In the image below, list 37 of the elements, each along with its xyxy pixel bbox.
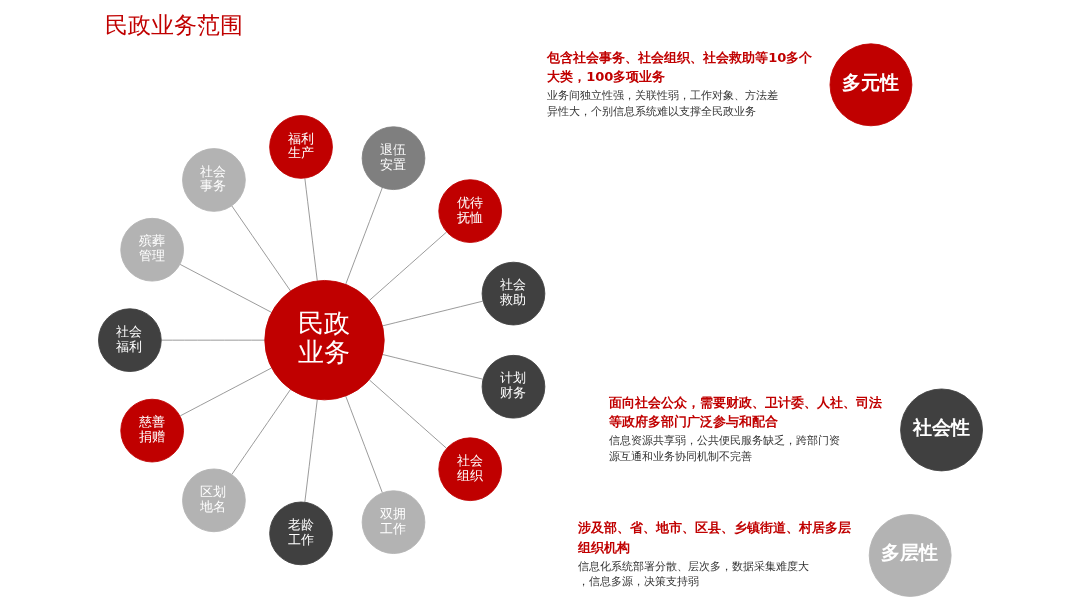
node-circle: 区划地名 bbox=[181, 468, 246, 533]
connector bbox=[381, 300, 483, 327]
node-circle: 社会事务 bbox=[181, 148, 246, 212]
node-circle: 多元性 bbox=[829, 43, 912, 127]
node-circle: 社会救助 bbox=[481, 261, 545, 326]
node-label: 面向社会公众，需要财政、卫计委、人社、司法等政府多部门广泛参与和配合 bbox=[608, 394, 882, 430]
node-circle: 殡葬管理 bbox=[119, 217, 184, 282]
node-circle: 慈善捐赠 bbox=[119, 398, 184, 463]
connector bbox=[179, 367, 272, 417]
node-circle: 福利生产 bbox=[268, 115, 333, 179]
node-label: 业务间独立性强，关联性弱，工作对象、方法差异性大，个别信息系统难以支撑全民政业务 bbox=[546, 88, 778, 118]
connector bbox=[381, 354, 483, 380]
node-circle: 双拥工作 bbox=[361, 490, 425, 554]
node-circle: 多层性 bbox=[868, 514, 952, 597]
node-label: 涉及部、省、地市、区县、乡镇街道、村居多层组织机构 bbox=[577, 520, 851, 555]
connector bbox=[230, 388, 291, 475]
node-label: 包含社会事务、社会组织、社会救助等10多个大类，100多项业务 bbox=[546, 49, 812, 84]
connector bbox=[368, 379, 447, 449]
node-circle: 社会组织 bbox=[437, 437, 502, 502]
connector bbox=[344, 395, 383, 494]
node-circle: 社会性 bbox=[899, 388, 983, 472]
node-label: 信息化系统部署分散、层次多，数据采集难度大，信息多源，决策支持弱 bbox=[577, 558, 809, 589]
connector bbox=[344, 187, 383, 285]
node-circle: 民政业务 bbox=[263, 280, 385, 401]
connector bbox=[230, 205, 291, 292]
node-circle: 社会福利 bbox=[97, 308, 162, 372]
node-circle: 优待抚恤 bbox=[437, 179, 502, 243]
node-label: 信息资源共享弱，公共便民服务缺乏，跨部门资源互通和业务协同机制不完善 bbox=[608, 433, 840, 463]
connector bbox=[368, 231, 447, 301]
node-circle: 老龄工作 bbox=[268, 501, 333, 566]
connector bbox=[179, 263, 272, 313]
node-circle: 退伍安置 bbox=[361, 126, 425, 190]
connector bbox=[303, 177, 318, 282]
connector bbox=[160, 339, 265, 341]
node-circle: 计划财务 bbox=[481, 354, 545, 419]
connector bbox=[303, 399, 318, 503]
diagram-title: 民政业务范围 bbox=[104, 12, 243, 39]
